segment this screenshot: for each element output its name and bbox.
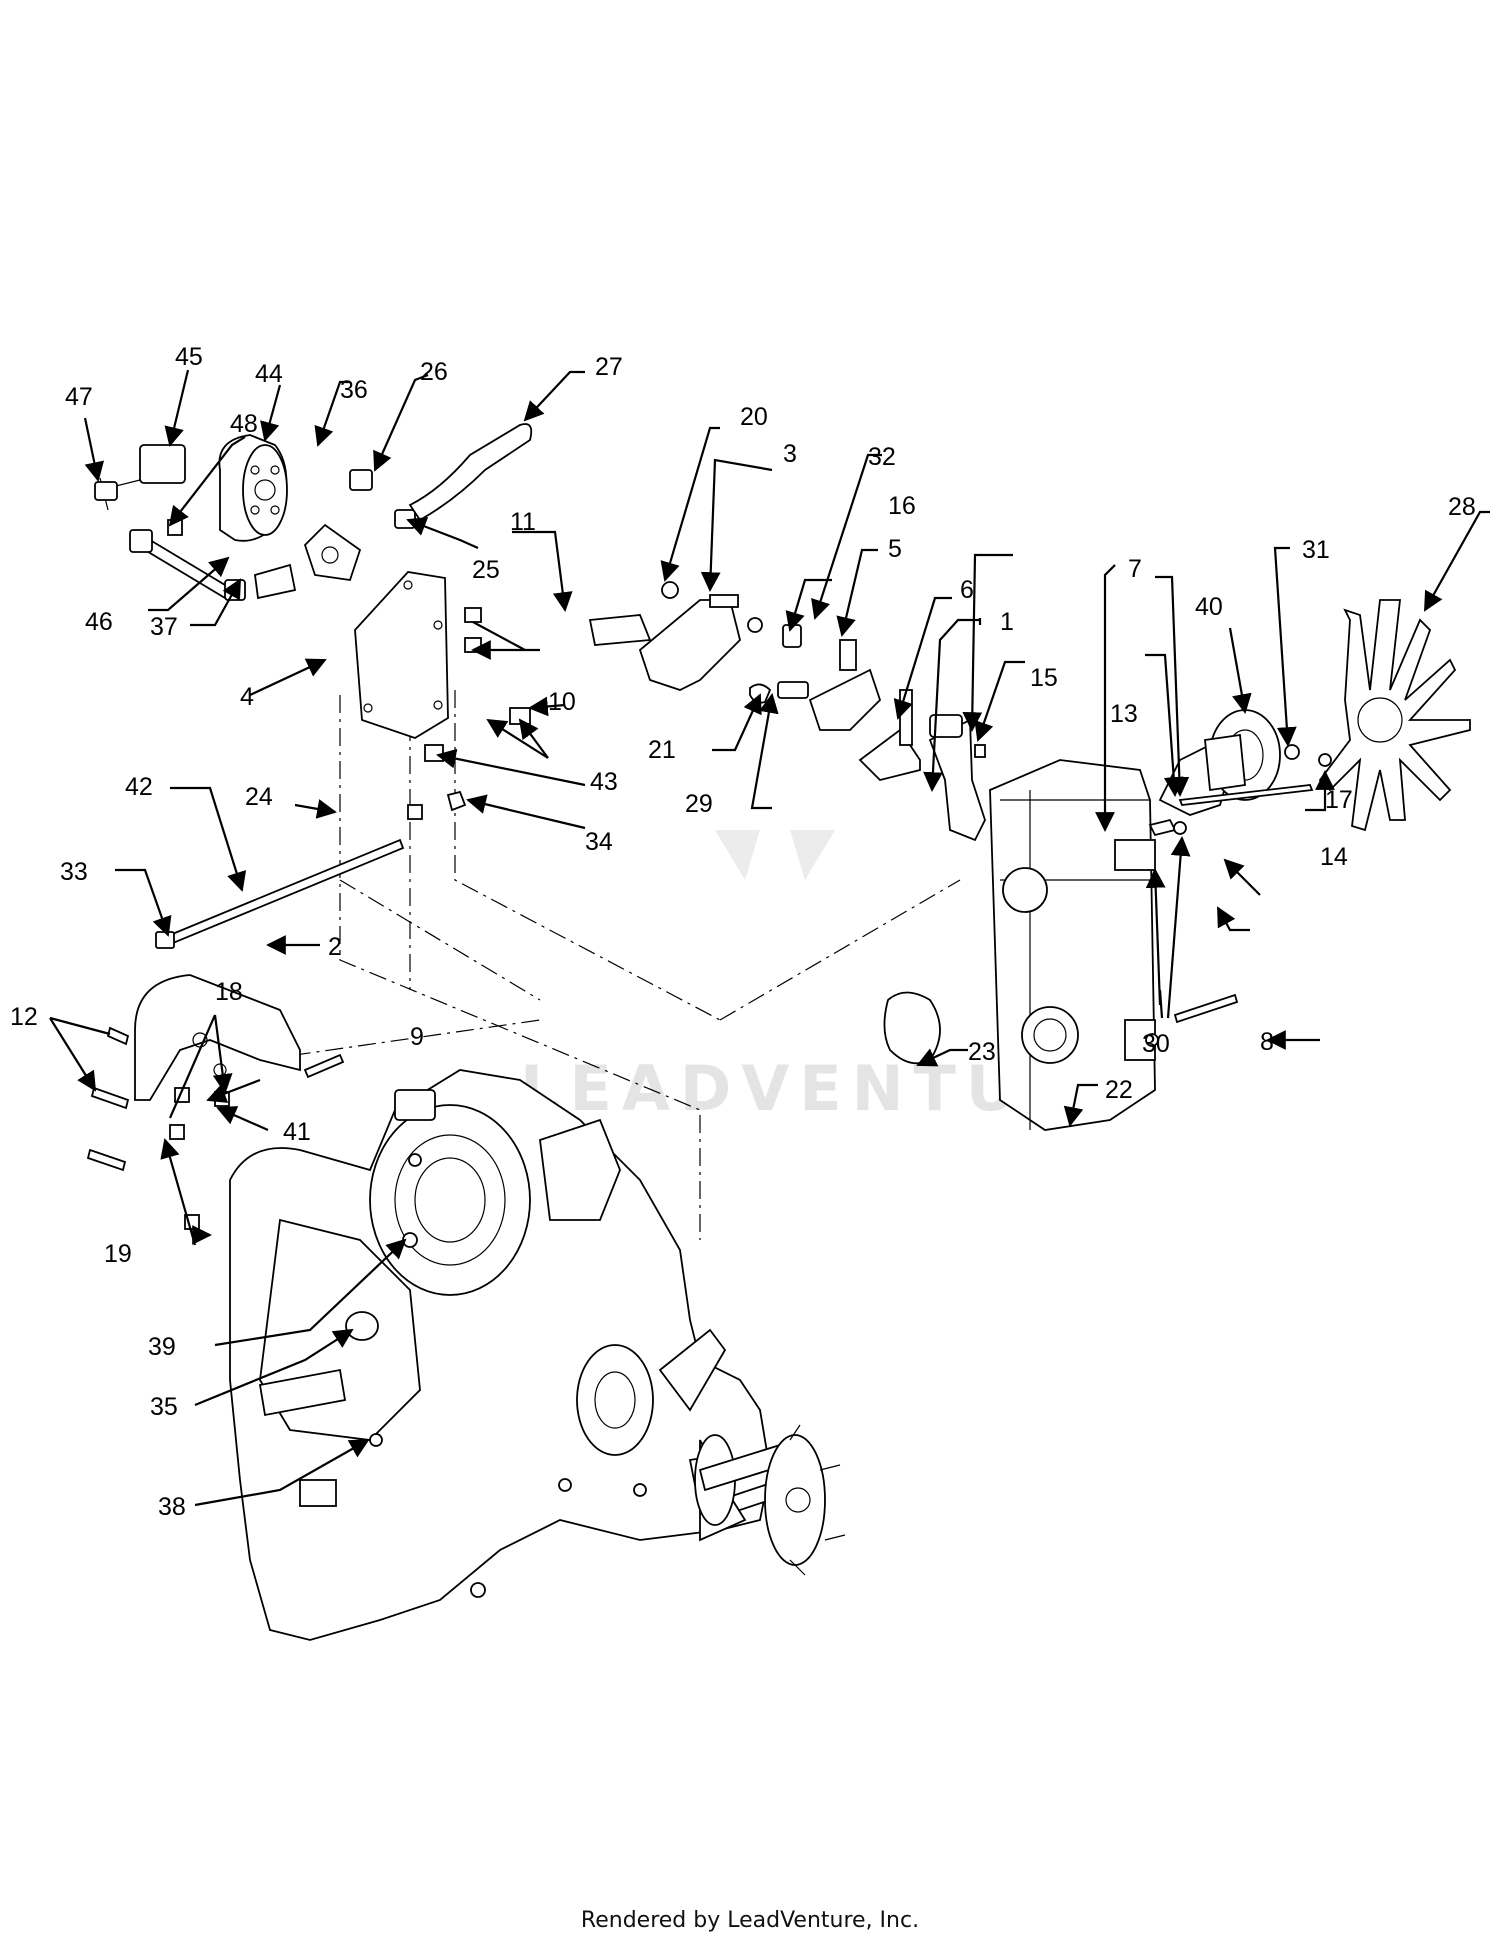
callout-21: 21 — [648, 736, 676, 764]
callout-36: 36 — [340, 376, 368, 404]
callout-23: 23 — [968, 1038, 996, 1066]
callout-13: 13 — [1110, 700, 1138, 728]
construction-lines — [259, 690, 961, 1240]
control-linkage — [588, 581, 986, 842]
callout-6: 6 — [960, 576, 974, 604]
callout-24: 24 — [245, 783, 273, 811]
callout-30: 30 — [1142, 1030, 1170, 1058]
callout-22: 22 — [1105, 1076, 1133, 1104]
callout-16: 16 — [888, 492, 916, 520]
callout-labels: 1 2 3 4 5 6 7 8 9 10 11 12 13 14 15 16 1… — [10, 343, 1476, 1521]
callout-34: 34 — [585, 828, 613, 856]
callout-11: 11 — [510, 508, 536, 536]
callout-46: 46 — [85, 608, 113, 636]
callout-39: 39 — [148, 1333, 176, 1361]
callout-20: 20 — [740, 403, 768, 431]
callout-48: 48 — [230, 410, 258, 438]
callout-45: 45 — [175, 343, 203, 371]
oil-filter-assembly — [94, 423, 533, 601]
callout-32: 32 — [868, 443, 896, 471]
control-rod — [155, 838, 405, 949]
callout-33: 33 — [60, 858, 88, 886]
callout-27: 27 — [595, 353, 623, 381]
callout-8: 8 — [1260, 1028, 1274, 1056]
callout-10: 10 — [548, 688, 576, 716]
callout-17: 17 — [1325, 786, 1353, 814]
callout-18: 18 — [215, 978, 243, 1006]
mounting-plate — [354, 571, 531, 820]
callout-9: 9 — [410, 1023, 424, 1051]
callout-29: 29 — [685, 790, 713, 818]
callout-25: 25 — [472, 556, 500, 584]
callout-40: 40 — [1195, 593, 1223, 621]
fan-pulley — [1145, 599, 1471, 1047]
callout-41: 41 — [283, 1118, 311, 1146]
callout-42: 42 — [125, 773, 153, 801]
callout-5: 5 — [888, 535, 902, 563]
callout-12: 12 — [10, 1003, 38, 1031]
callout-15: 15 — [1030, 664, 1058, 692]
callout-2: 2 — [328, 933, 342, 961]
callout-28: 28 — [1448, 493, 1476, 521]
callout-38: 38 — [158, 1493, 186, 1521]
callout-3: 3 — [783, 440, 797, 468]
callout-47: 47 — [65, 383, 93, 411]
callout-43: 43 — [590, 768, 618, 796]
footer-credit: Rendered by LeadVenture, Inc. — [580, 1908, 920, 1933]
callout-4: 4 — [240, 683, 254, 711]
callout-7: 7 — [1128, 555, 1142, 583]
callout-35: 35 — [150, 1393, 178, 1421]
callout-37: 37 — [150, 613, 178, 641]
callout-1: 1 — [1000, 608, 1014, 636]
leader-lines — [49, 369, 1490, 1507]
callout-31: 31 — [1302, 536, 1330, 564]
callout-14: 14 — [1320, 843, 1348, 871]
callout-26: 26 — [420, 358, 448, 386]
transaxle — [229, 1069, 846, 1641]
callout-19: 19 — [104, 1240, 132, 1268]
callout-44: 44 — [255, 360, 283, 388]
